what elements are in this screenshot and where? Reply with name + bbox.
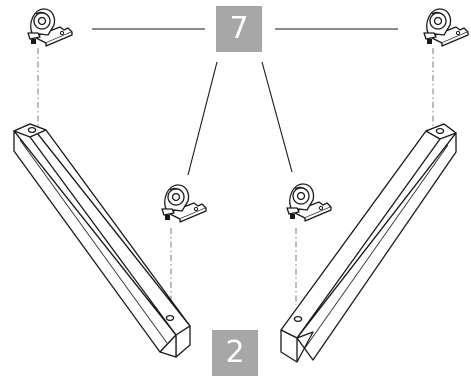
- leg-callout-box: [212, 330, 258, 376]
- caster-top-right: [423, 8, 469, 47]
- leg-left: [13, 123, 191, 358]
- caster-middle-left: [161, 184, 207, 223]
- caster-part-number: 7: [229, 11, 249, 46]
- caster-middle-right: [286, 183, 332, 222]
- leg-right: [280, 123, 457, 363]
- caster-callout-box: [216, 6, 262, 52]
- assembly-guides: [37, 48, 434, 305]
- caster-top-left: [27, 8, 73, 47]
- leg-part-number: 2: [225, 335, 245, 370]
- leader-lines: [92, 28, 398, 176]
